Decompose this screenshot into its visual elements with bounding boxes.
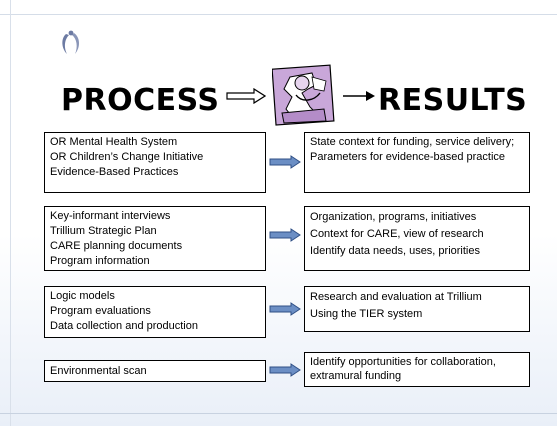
thinking-person-clipart-icon (272, 64, 335, 126)
row-3-arrow-icon (269, 302, 301, 316)
process-box-3: Logic models Program evaluations Data co… (44, 286, 266, 338)
result-item: Using the TIER system (310, 308, 423, 320)
results-heading: RESULTS (378, 83, 528, 118)
result-item: Research and evaluation at Trillium (310, 291, 482, 303)
two-people-logo-icon (62, 30, 80, 54)
top-rule (0, 14, 557, 15)
results-box-3: Research and evaluation at Trillium Usin… (304, 286, 530, 332)
bottom-rule (0, 413, 557, 414)
results-box-2: Organization, programs, initiatives Cont… (304, 206, 530, 271)
row-2-arrow-icon (269, 228, 301, 242)
process-item: CARE planning documents (50, 240, 183, 252)
result-item: Identify opportunities for collaboration… (310, 356, 496, 382)
process-item: Key-informant interviews (50, 210, 171, 222)
process-box-2: Key-informant interviews Trillium Strate… (44, 206, 266, 271)
row-4-arrow-icon (269, 363, 301, 377)
result-item: State context for funding, service deliv… (310, 136, 515, 163)
result-item: Context for CARE, view of research (310, 228, 484, 240)
process-item: Logic models (50, 290, 115, 302)
process-item: Program information (50, 255, 150, 267)
process-to-clipart-arrow-icon (226, 88, 266, 104)
process-item: OR Children’s Change Initiative (50, 151, 204, 163)
results-box-4: Identify opportunities for collaboration… (304, 352, 530, 387)
process-item: Evidence-Based Practices (50, 166, 179, 178)
process-item: Trillium Strategic Plan (50, 225, 157, 237)
process-item: OR Mental Health System (50, 136, 178, 148)
process-heading: PROCESS (61, 83, 220, 118)
result-item: Organization, programs, initiatives (310, 211, 477, 223)
row-1-arrow-icon (269, 155, 301, 169)
left-rule (10, 0, 11, 426)
process-box-4: Environmental scan (44, 360, 266, 382)
process-box-1: OR Mental Health System OR Children’s Ch… (44, 132, 266, 193)
results-box-1: State context for funding, service deliv… (304, 132, 530, 193)
result-item: Identify data needs, uses, priorities (310, 245, 480, 257)
process-item: Program evaluations (50, 305, 151, 317)
clipart-to-results-arrow-icon (343, 91, 375, 101)
process-item: Environmental scan (50, 365, 147, 377)
process-item: Data collection and production (50, 320, 198, 332)
